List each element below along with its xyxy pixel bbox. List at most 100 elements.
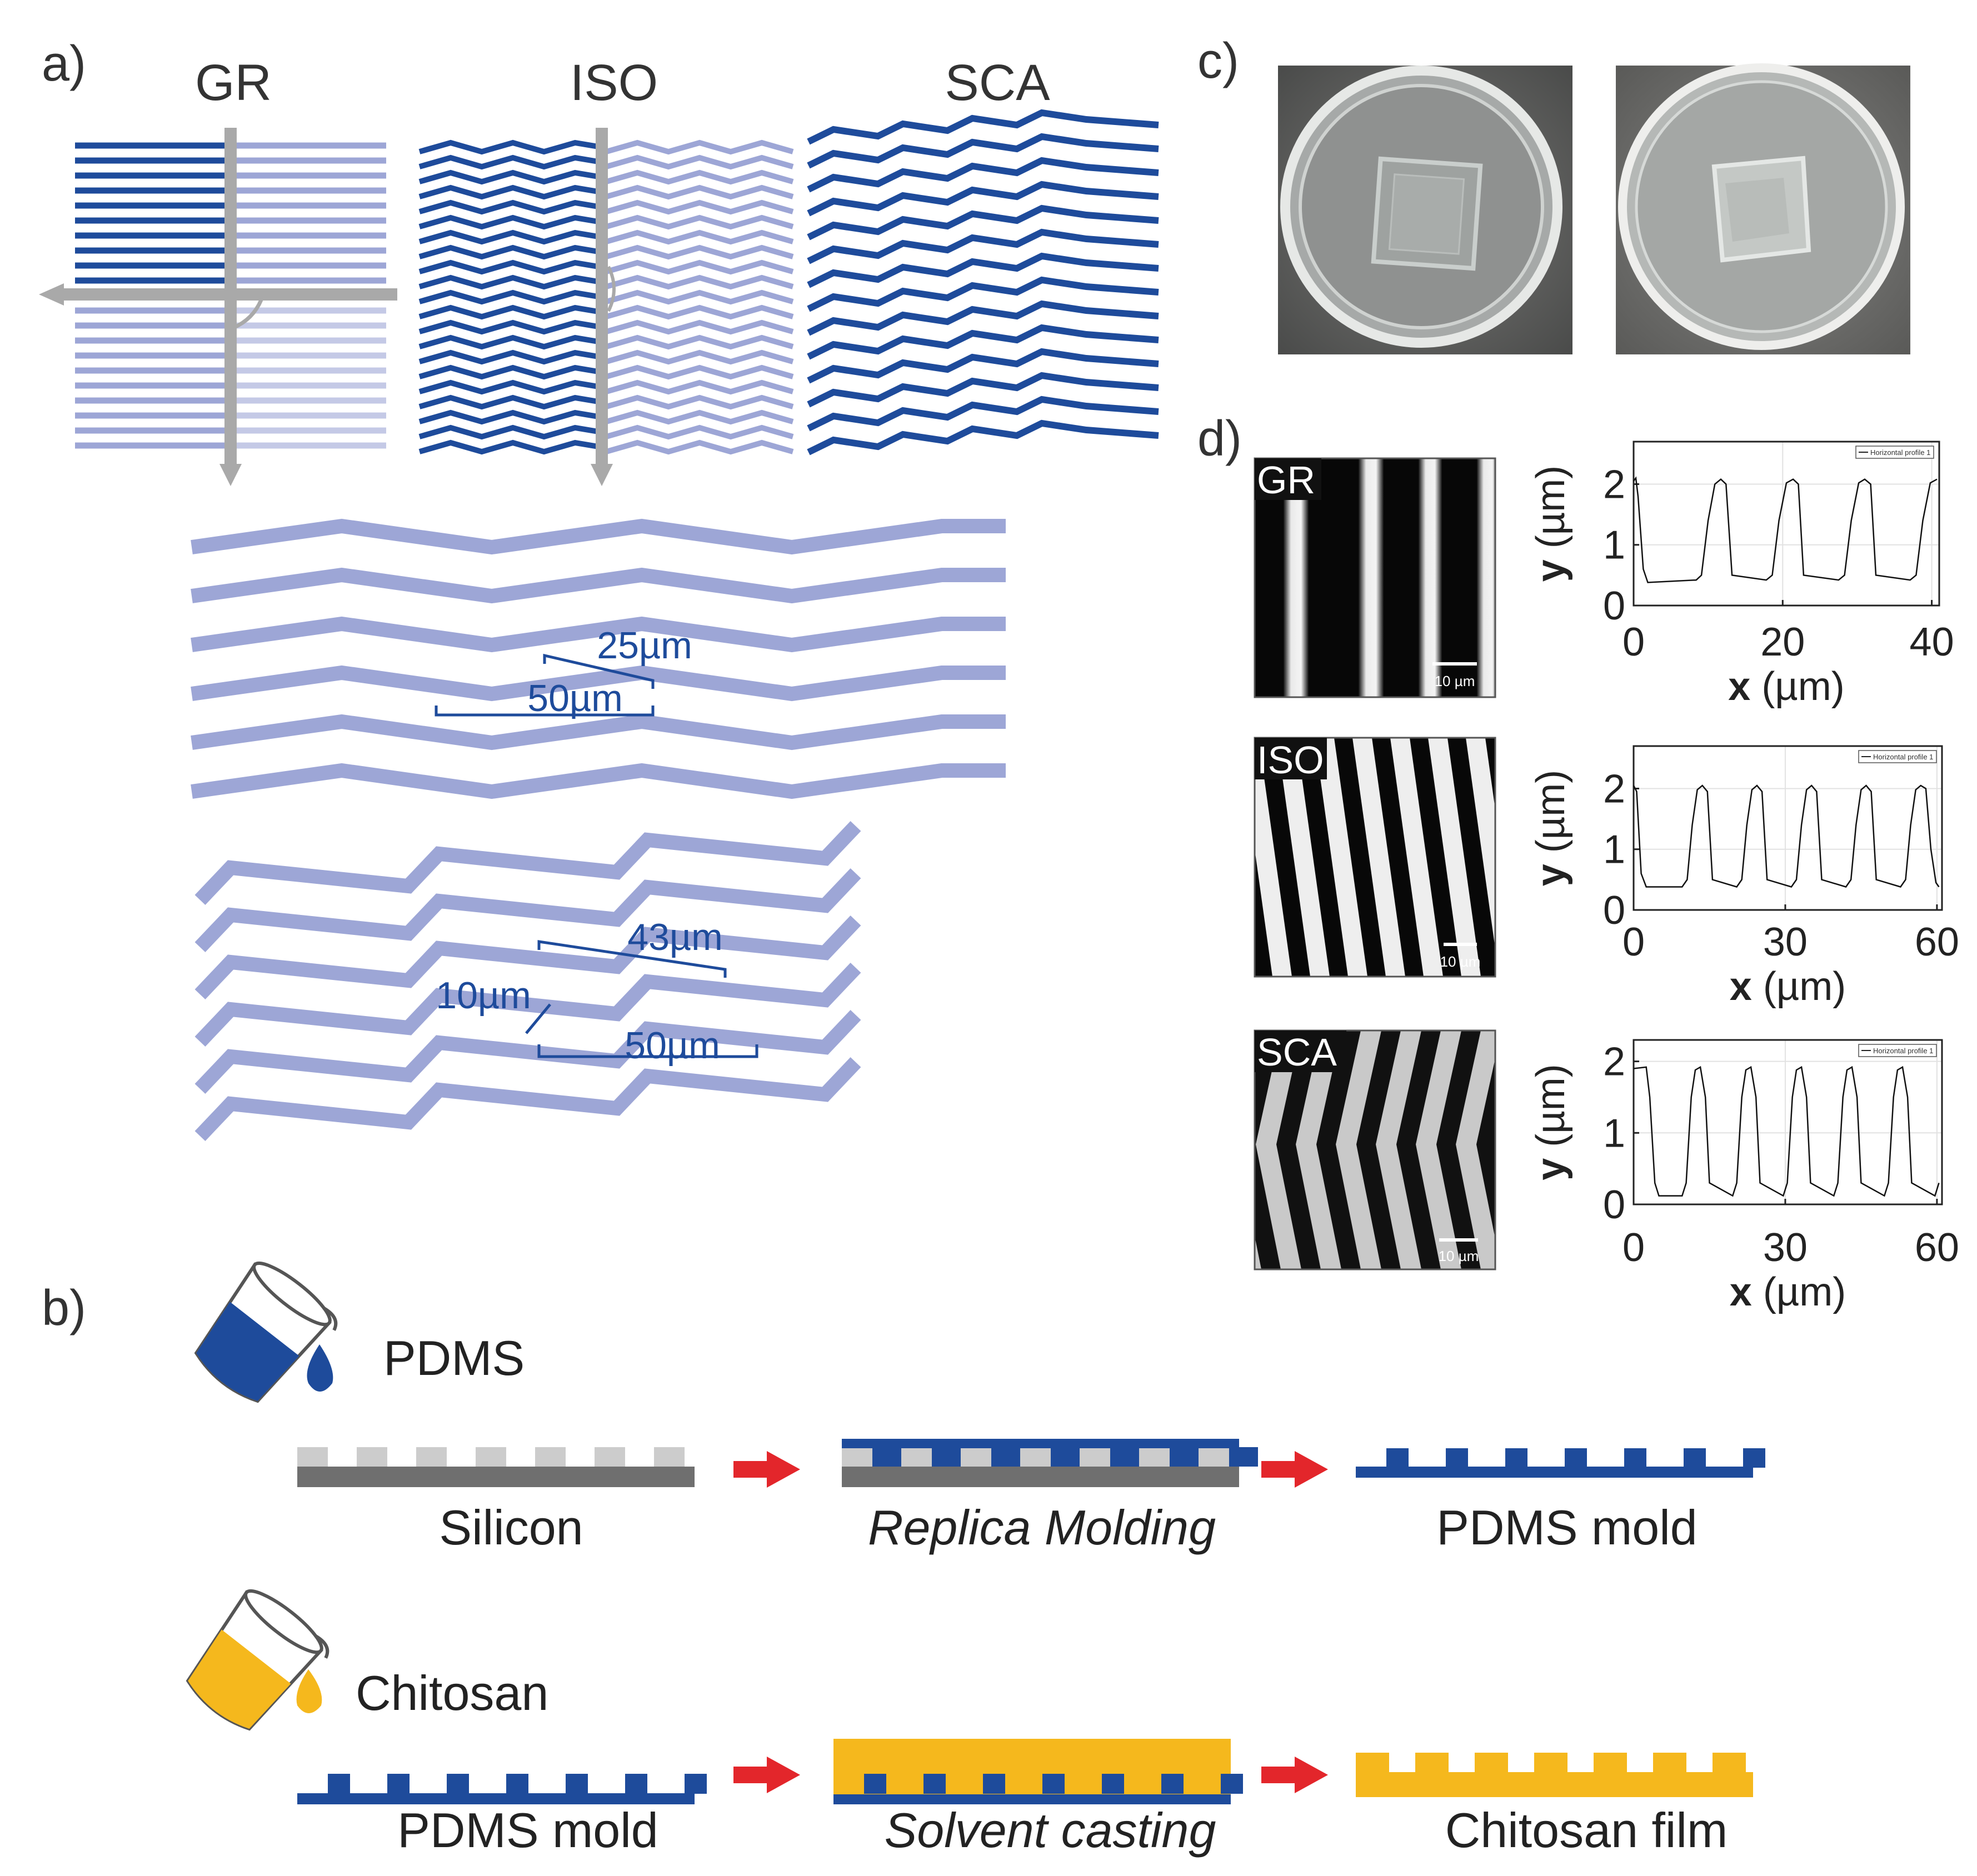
iso-pattern <box>418 139 794 455</box>
mold-tooth <box>1565 1448 1587 1468</box>
y-axis-label: y (µm) <box>1529 1064 1573 1180</box>
y-tick-label: 0 <box>1603 888 1625 933</box>
iso-line <box>600 289 794 305</box>
iso-line <box>418 244 602 260</box>
legend-box <box>1858 1044 1937 1057</box>
mold-tooth <box>923 1774 946 1794</box>
mold-tooth <box>328 1774 350 1794</box>
mold-tooth <box>447 1774 469 1794</box>
mold-tooth <box>387 1774 410 1794</box>
silicon-pillar <box>654 1447 685 1467</box>
red-arrow-4 <box>1261 1757 1328 1793</box>
plot-frame <box>1632 441 1940 607</box>
sca-afm-stripe <box>1255 1030 1281 1269</box>
sca-line <box>807 252 1159 288</box>
iso-line <box>418 319 602 335</box>
panel-d: d) GR 10 µm <box>1197 411 1959 1314</box>
film-ridge <box>1356 1753 1389 1773</box>
pdms-mold-diagram-2 <box>297 1774 707 1804</box>
iso-line <box>600 439 794 455</box>
mold-tooth <box>625 1774 647 1794</box>
panel-c: c) <box>1197 33 1910 354</box>
red-arrow-2 <box>1261 1451 1328 1488</box>
iso-line <box>600 154 794 170</box>
sca-afm-stripes <box>1255 1030 1495 1269</box>
mold-tooth <box>1446 1448 1468 1468</box>
drop-chitosan-icon <box>296 1669 322 1713</box>
solvent-casting-diagram <box>833 1739 1243 1804</box>
pdms-tooth <box>1229 1447 1258 1467</box>
legend-label: Horizontal profile 1 <box>1873 1047 1933 1055</box>
silicon-pillar <box>901 1447 932 1467</box>
iso-line <box>600 349 794 365</box>
legend-label: Horizontal profile 1 <box>1870 448 1930 457</box>
iso-line <box>418 214 602 230</box>
iso-dim-50: 50µm <box>527 677 622 719</box>
sca-line <box>807 133 1159 169</box>
y-tick-label: 2 <box>1603 462 1625 507</box>
iso-afm-stripes <box>1255 738 1495 977</box>
y-tick-label: 0 <box>1603 1183 1625 1227</box>
mold-tooth <box>1624 1448 1646 1468</box>
iso-afm-stripe <box>1277 738 1330 977</box>
mold-tooth <box>1505 1448 1527 1468</box>
panel-b: b) PDMS Chitosan <box>42 1261 1765 1858</box>
film-ridge <box>1415 1753 1449 1773</box>
section-arrows <box>39 128 616 486</box>
pdms-tooth <box>1051 1447 1080 1467</box>
step-replica-molding: Replica Molding <box>868 1500 1216 1555</box>
iso-line <box>600 409 794 425</box>
sca-line <box>807 228 1159 264</box>
sca-zoom-pattern <box>194 821 861 1141</box>
film-ridge <box>1534 1753 1567 1773</box>
drop-pdms-icon <box>307 1344 333 1392</box>
iso-afm-stripe <box>1466 738 1495 949</box>
iso-line <box>600 259 794 275</box>
profile-series-line <box>1633 1065 1940 1197</box>
film-ridge <box>1475 1753 1508 1773</box>
silicon-wafer-diagram <box>297 1447 695 1487</box>
pdms-tooth <box>1170 1447 1199 1467</box>
iso-zoom-line <box>191 616 1006 653</box>
sca-zoom-line <box>194 1010 861 1094</box>
liquid-pdms-label: PDMS <box>383 1330 525 1385</box>
chart-legend: Horizontal profile 1 <box>1855 446 1934 459</box>
iso-line <box>418 304 602 320</box>
iso-line <box>600 364 794 380</box>
sca-dim-43: 43µm <box>627 916 722 958</box>
silicon-pillar <box>416 1447 447 1467</box>
pdms-layer <box>842 1439 1239 1448</box>
y-axis-label: y (µm) <box>1529 466 1573 582</box>
mold-tooth <box>1386 1448 1409 1468</box>
x-tick-label: 30 <box>1763 920 1808 964</box>
mold-tooth <box>506 1774 528 1794</box>
y-tick-label: 1 <box>1603 1111 1625 1155</box>
x-tick-label: 0 <box>1622 920 1645 964</box>
beaker-pdms-icon <box>194 1261 338 1403</box>
panel-b-label: b) <box>42 1280 86 1336</box>
silicon-pillar <box>1139 1447 1170 1467</box>
silicon-pillar <box>476 1447 506 1467</box>
silicon-pillar <box>842 1447 872 1467</box>
sca-zoom-line <box>194 916 861 999</box>
sca-line <box>807 300 1159 336</box>
pdms-tooth <box>932 1447 961 1467</box>
silicon-pillar <box>1080 1447 1110 1467</box>
silicon-pillar <box>1020 1447 1051 1467</box>
film-ridge <box>1653 1753 1686 1773</box>
panel-c-label: c) <box>1197 33 1239 89</box>
x-tick-label: 60 <box>1915 920 1959 964</box>
sca-dim-10: 10µm <box>436 974 531 1017</box>
title-iso: ISO <box>570 54 658 111</box>
y-axis-label: y (µm) <box>1529 770 1573 886</box>
title-sca: SCA <box>945 54 1050 111</box>
replica-molding-diagram <box>842 1439 1258 1487</box>
iso-line <box>600 184 794 200</box>
iso-zoom-line <box>191 518 1006 555</box>
mold-tooth <box>983 1774 1005 1794</box>
iso-zoom-line <box>191 665 1006 702</box>
mold-tooth <box>1743 1448 1765 1468</box>
chitosan-film-diagram <box>1356 1753 1753 1797</box>
iso-line <box>418 394 602 410</box>
